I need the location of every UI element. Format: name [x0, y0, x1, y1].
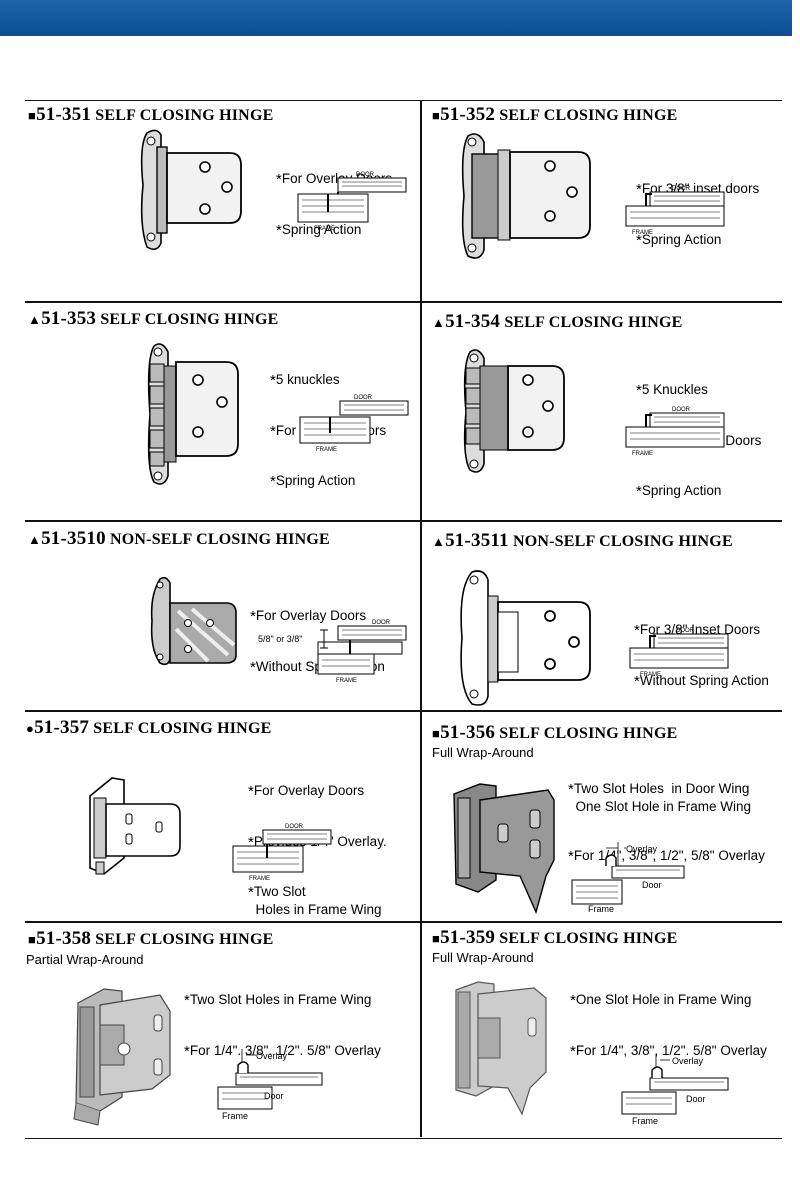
product-title: ■51-352 SELF CLOSING HINGE	[432, 104, 678, 125]
product-title: ▲51-3510 NON-SELF CLOSING HINGE	[28, 528, 330, 549]
frame-label: Frame	[222, 1111, 248, 1121]
hinge-drawing-icon	[463, 349, 565, 473]
hinge-drawing-icon	[150, 576, 237, 666]
hinge-drawing-icon	[461, 133, 591, 259]
product-subtitle: Partial Wrap-Around	[26, 952, 144, 967]
product-subtitle: Full Wrap-Around	[432, 745, 534, 760]
frame-label: FRAME	[632, 451, 653, 457]
product-title: ■51-359 SELF CLOSING HINGE	[432, 927, 678, 948]
door-label: Door	[686, 1094, 706, 1104]
door-label: DOOR	[356, 172, 375, 178]
frame-label: FRAME	[632, 230, 653, 236]
door-label: DOOR	[285, 824, 304, 830]
mounting-diagram-icon: 5/8" or 3/8" DOOR FRAME	[258, 620, 407, 684]
mounting-diagram-icon: Overlay Door Frame	[217, 1049, 323, 1121]
feature-list: *Two Slot Holes in Door Wing One Slot Ho…	[568, 781, 765, 865]
mounting-diagram-icon: DOOR FRAME	[297, 172, 407, 232]
product-name: SELF CLOSING HINGE	[499, 725, 678, 742]
hinge-drawing-icon	[455, 981, 547, 1116]
product-code: 51-358	[36, 928, 92, 949]
product-code: 51-352	[440, 104, 496, 125]
hinge-drawing-icon	[89, 777, 181, 875]
hinge-drawing-icon	[460, 570, 591, 706]
measure-label: 5/8" or 3/8"	[258, 634, 302, 644]
hinge-drawing-icon	[147, 343, 239, 485]
product-title: ■51-351 SELF CLOSING HINGE	[28, 104, 274, 125]
product-name: SELF CLOSING HINGE	[93, 720, 272, 737]
product-name: SELF CLOSING HINGE	[95, 931, 274, 948]
frame-label: Frame	[588, 904, 614, 914]
product-code: 51-354	[445, 311, 501, 332]
door-label: DOOR	[676, 628, 695, 634]
feature-list: *Two Slot Holes in Frame Wing *For 1/4".…	[184, 992, 381, 1060]
product-title: ■51-358 SELF CLOSING HINGE	[28, 928, 274, 949]
product-title: ▲51-3511 NON-SELF CLOSING HINGE	[432, 530, 733, 551]
mounting-diagram-icon: DOOR FRAME	[299, 395, 409, 453]
door-label: DOOR	[354, 395, 373, 401]
product-name: SELF CLOSING HINGE	[499, 107, 678, 124]
mounting-diagram-icon: Overlay Door Frame	[621, 1054, 729, 1126]
mounting-diagram-icon: DOOR FRAME	[625, 407, 725, 457]
product-name: SELF CLOSING HINGE	[499, 930, 678, 947]
grid-divider-row-3	[25, 710, 782, 712]
door-label: DOOR	[672, 186, 691, 192]
product-name: SELF CLOSING HINGE	[504, 314, 683, 331]
product-code: 51-356	[440, 722, 496, 743]
frame-label: FRAME	[316, 447, 337, 453]
hinge-drawing-icon	[140, 129, 242, 251]
product-title: ▲51-353 SELF CLOSING HINGE	[28, 308, 279, 329]
frame-label: FRAME	[640, 672, 661, 678]
mounting-diagram-icon: Overlay Door Frame	[571, 842, 685, 914]
grid-divider-row-1	[25, 301, 782, 303]
product-code: 51-351	[36, 104, 92, 125]
product-name: SELF CLOSING HINGE	[100, 311, 279, 328]
product-title: ■51-356 SELF CLOSING HINGE	[432, 722, 678, 743]
product-name: NON-SELF CLOSING HINGE	[512, 533, 733, 550]
door-label: DOOR	[672, 407, 691, 413]
door-label: Door	[642, 880, 662, 890]
header-bar	[0, 0, 792, 36]
product-title: ●51-357 SELF CLOSING HINGE	[26, 717, 272, 738]
frame-label: FRAME	[314, 226, 335, 232]
product-name: NON-SELF CLOSING HINGE	[110, 531, 330, 548]
product-code: 51-3510	[41, 528, 106, 549]
feature-list: *One Slot Hole in Frame Wing *For 1/4", …	[570, 992, 767, 1060]
product-subtitle: Full Wrap-Around	[432, 950, 534, 965]
grid-divider-row-4	[25, 921, 782, 923]
hinge-drawing-icon	[73, 988, 171, 1126]
product-grid	[25, 100, 782, 1139]
overlay-label: Overlay	[256, 1051, 288, 1061]
product-title: ▲51-354 SELF CLOSING HINGE	[432, 311, 683, 332]
frame-label: Frame	[632, 1116, 658, 1126]
product-code: 51-3511	[445, 530, 509, 551]
overlay-label: Overlay	[626, 844, 658, 854]
product-name: SELF CLOSING HINGE	[95, 107, 274, 124]
grid-divider-row-2	[25, 520, 782, 522]
grid-divider-vertical	[420, 100, 422, 1137]
door-label: DOOR	[372, 620, 391, 626]
frame-label: FRAME	[336, 678, 357, 684]
hinge-drawing-icon	[453, 783, 555, 915]
product-code: 51-359	[440, 927, 496, 948]
feature-list: *For 3/8" Inset Doors *Without Spring Ac…	[634, 622, 769, 690]
mounting-diagram-icon: DOOR FRAME	[629, 628, 729, 678]
door-label: Door	[264, 1091, 284, 1101]
mounting-diagram-icon: DOOR FRAME	[625, 186, 725, 236]
frame-label: FRAME	[249, 876, 270, 882]
product-code: 51-353	[41, 308, 97, 329]
mounting-diagram-icon: DOOR FRAME	[232, 824, 332, 882]
overlay-label: Overlay	[672, 1056, 704, 1066]
product-code: 51-357	[34, 717, 90, 738]
